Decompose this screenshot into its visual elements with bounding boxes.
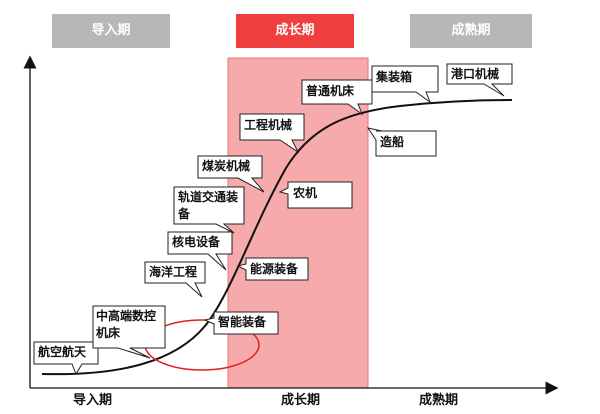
callout-container — [371, 65, 439, 104]
axis-label-mature: 成熟期 — [419, 393, 459, 408]
label-rail-line1: 轨道交通装 — [178, 190, 239, 204]
lifecycle-s-curve — [41, 99, 513, 376]
axis-label-growth: 成长期 — [281, 393, 321, 408]
callout-smart — [203, 311, 279, 335]
label-energy: 能源装备 — [250, 262, 299, 276]
axis-label-intro: 导入期 — [73, 393, 113, 408]
label-ship: 造船 — [380, 135, 405, 149]
label-engineering: 工程机械 — [244, 118, 293, 132]
callout-ship — [366, 127, 437, 157]
label-cnc-line2: 机床 — [96, 326, 121, 340]
callout-nuclear — [167, 231, 233, 271]
callout-energy — [236, 257, 309, 281]
label-machine-tool: 普通机床 — [306, 84, 355, 98]
label-agri: 农机 — [293, 186, 318, 200]
label-port: 港口机械 — [451, 67, 500, 81]
callout-agri — [278, 181, 353, 209]
header-mature-phase: 成熟期 — [410, 14, 532, 48]
callout-boxes — [33, 63, 513, 376]
label-ocean: 海洋工程 — [149, 265, 198, 279]
label-aerospace: 航空航天 — [38, 345, 87, 359]
label-coal: 煤炭机械 — [202, 159, 251, 173]
label-cnc-line1: 中高端数控 — [96, 309, 157, 323]
callout-engineering — [239, 113, 305, 154]
growth-phase-band — [227, 57, 369, 389]
callout-rail — [173, 186, 245, 234]
header-growth-phase: 成长期 — [236, 14, 354, 48]
label-smart: 智能装备 — [218, 315, 267, 329]
callout-port — [446, 63, 513, 97]
callout-cnc — [92, 305, 166, 359]
callout-ocean — [144, 261, 206, 298]
header-intro-phase: 导入期 — [52, 14, 170, 48]
label-rail-line2: 备 — [178, 207, 191, 221]
label-container: 集装箱 — [376, 70, 413, 84]
label-nuclear: 核电设备 — [172, 235, 221, 249]
callout-coal — [197, 155, 265, 193]
